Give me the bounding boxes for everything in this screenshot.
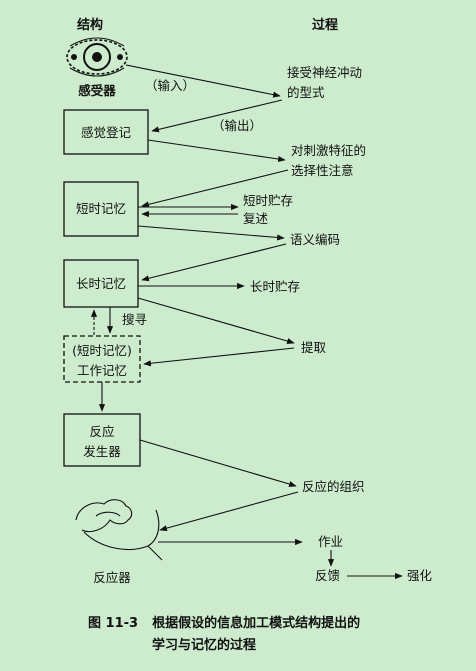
arrow-to-attention <box>147 139 286 163</box>
selective-attention-label-2: 选择性注意 <box>291 163 354 178</box>
reinforcement-label: 强化 <box>407 568 433 583</box>
figure-number: 图 11-3 <box>88 616 139 631</box>
short-term-memory-box <box>63 181 139 237</box>
nerve-impulse-label-2: 的型式 <box>287 85 325 100</box>
response-generator-label-1: 反应 <box>89 424 114 439</box>
retrieval-label: 提取 <box>301 340 327 355</box>
long-term-storage-label: 长时贮存 <box>250 279 300 294</box>
structure-header: 结构 <box>77 17 103 33</box>
caption-line-1: 根据假设的信息加工模式结构提出的 <box>152 616 361 631</box>
arrow-generator-to-organization <box>139 439 297 487</box>
figure-caption: 图 11-3 根据假设的信息加工模式结构提出的 学习与记忆的过程 <box>88 613 458 657</box>
feedback-label: 反馈 <box>315 568 340 583</box>
working-memory-label-1: (短时记忆) <box>72 343 132 358</box>
search-label: 搜寻 <box>122 312 147 327</box>
nerve-impulse-label-1: 接受神经冲动 <box>287 65 362 80</box>
selective-attention-label-1: 对刺激特征的 <box>291 143 366 158</box>
sensory-register-box <box>63 109 149 155</box>
working-memory-label-2: 工作记忆 <box>77 363 127 378</box>
arrow-encoding-to-ltm <box>141 243 287 282</box>
short-term-storage-label: 短时贮存 <box>243 193 293 208</box>
arrow-organization-to-effector <box>159 491 299 532</box>
output-label: （输出） <box>212 118 262 133</box>
response-generator-label-2: 发生器 <box>83 444 121 459</box>
response-organization-label: 反应的组织 <box>302 479 365 494</box>
semantic-encoding-label: 语义编码 <box>290 232 340 247</box>
arrow-attention-to-stm <box>141 169 289 208</box>
process-header: 过程 <box>312 17 338 33</box>
long-term-memory-box <box>63 259 139 308</box>
long-term-memory-label: 长时记忆 <box>76 276 126 291</box>
short-term-memory-label: 短时记忆 <box>76 201 126 216</box>
sensory-register-label: 感觉登记 <box>81 125 132 140</box>
flexed-arm-icon <box>75 499 163 561</box>
arrow-stm-to-encoding <box>137 225 285 241</box>
rehearsal-label: 复述 <box>243 211 269 226</box>
arrow-input <box>125 64 281 98</box>
performance-label: 作业 <box>318 534 343 549</box>
effector-label: 反应器 <box>93 570 131 585</box>
arrow-ltm-to-retrieval <box>137 297 295 345</box>
eye-icon <box>66 37 128 77</box>
flow-arrows <box>90 64 403 580</box>
caption-line-2: 学习与记忆的过程 <box>152 638 257 653</box>
arrow-output <box>151 99 283 133</box>
arrow-retrieval-to-working <box>143 347 295 367</box>
input-label: （输入） <box>145 78 195 93</box>
receptor-label: 感受器 <box>78 83 116 98</box>
